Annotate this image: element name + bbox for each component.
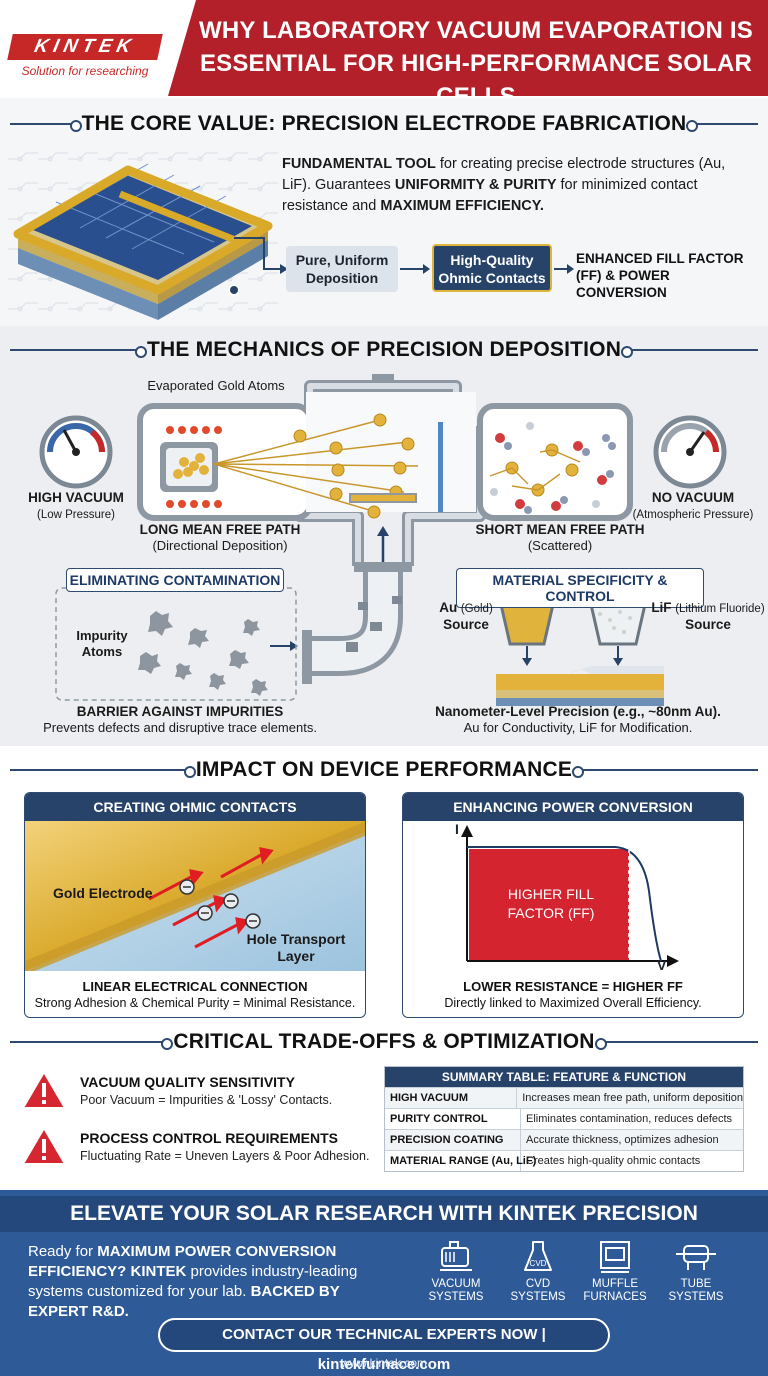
table-row: PRECISION COATING Accurate thickness, op…: [385, 1129, 743, 1150]
product-cvd-systems[interactable]: CVD CVD SYSTEMS: [498, 1240, 578, 1304]
tradeoffs-section: CRITICAL TRADE-OFFS & OPTIMIZATION VACUU…: [0, 1026, 768, 1190]
table-title: SUMMARY TABLE: FEATURE & FUNCTION: [385, 1067, 743, 1087]
product-label: CVD SYSTEMS: [510, 1278, 566, 1303]
precision-label: Nanometer-Level Precision (e.g., ~80nm A…: [435, 704, 721, 735]
section-title: CRITICAL TRADE-OFFS & OPTIMIZATION: [173, 1030, 595, 1053]
website-link[interactable]: www.kintek.com: [340, 1356, 428, 1370]
table-cell-feature: MATERIAL RANGE (Au, LiF): [385, 1151, 536, 1171]
no-vacuum-label: NO VACUUM (Atmospheric Pressure): [632, 490, 754, 521]
summary-table: SUMMARY TABLE: FEATURE & FUNCTION HIGH V…: [384, 1066, 744, 1172]
table-row: PURITY CONTROL Eliminates contamination,…: [385, 1108, 743, 1129]
high-vacuum-label: HIGH VACUUM (Low Pressure): [28, 490, 124, 521]
table-cell-feature: HIGH VACUUM: [385, 1088, 518, 1108]
table-cell-feature: PRECISION COATING: [385, 1130, 521, 1150]
ohmic-contact-illustration: [25, 821, 365, 971]
brand[interactable]: KINTEK Solution for researching: [7, 34, 163, 78]
contact-experts-button[interactable]: CONTACT OUR TECHNICAL EXPERTS NOW | kint…: [158, 1318, 610, 1373]
card-title: ENHANCING POWER CONVERSION: [403, 793, 743, 821]
mechanics-heading: THE MECHANICS OF PRECISION DEPOSITION: [0, 338, 768, 362]
impurity-atoms-label: Impurity Atoms: [76, 628, 128, 659]
table-row: HIGH VACUUM Increases mean free path, un…: [385, 1087, 743, 1108]
vacuum-chamber-diagram: [39, 374, 727, 706]
tube-furnace-icon: [676, 1245, 716, 1270]
core-value-section: THE CORE VALUE: PRECISION ELECTRODE FABR…: [0, 98, 768, 334]
header: KINTEK Solution for researching WHY LABO…: [0, 0, 768, 110]
section-title: IMPACT ON DEVICE PERFORMANCE: [195, 758, 573, 781]
section-title: THE CORE VALUE: PRECISION ELECTRODE FABR…: [81, 112, 687, 135]
ohmic-card-footer: LINEAR ELECTRICAL CONNECTION Strong Adhe…: [34, 979, 356, 1010]
i-axis-label: I: [455, 821, 459, 837]
header-banner: [168, 0, 768, 96]
warning-title: PROCESS CONTROL REQUIREMENTS: [80, 1130, 338, 1146]
long-mean-free-path-label: LONG MEAN FREE PATH (Directional Deposit…: [139, 522, 301, 553]
table-row: MATERIAL RANGE (Au, LiF) Creates high-qu…: [385, 1150, 743, 1171]
cta-footer: ELEVATE YOUR SOLAR RESEARCH WITH KINTEK …: [0, 1190, 768, 1376]
warning-process-control: PROCESS CONTROL REQUIREMENTS Fluctuating…: [22, 1126, 372, 1176]
table-cell-function: Creates high-quality ohmic contacts: [526, 1155, 701, 1167]
impact-section: IMPACT ON DEVICE PERFORMANCE CREATING OH…: [0, 746, 768, 1026]
product-label: TUBE SYSTEMS: [668, 1278, 724, 1303]
flow-connector: [234, 237, 288, 274]
htl-label: Hole Transport Layer: [246, 931, 346, 964]
cvd-flask-icon: CVD: [524, 1241, 552, 1271]
gold-atoms-label: Evaporated Gold Atoms: [147, 378, 285, 393]
table-cell-feature: PURITY CONTROL: [385, 1109, 521, 1129]
contamination-heading: ELIMINATING CONTAMINATION: [66, 568, 284, 592]
card-title: CREATING OHMIC CONTACTS: [25, 793, 365, 821]
footer-pitch: Ready for MAXIMUM POWER CONVERSION EFFIC…: [28, 1243, 358, 1320]
no-vacuum-gauge-icon: [653, 415, 727, 489]
flow-step-fill-factor: ENHANCED FILL FACTOR (FF) & POWER CONVER…: [576, 251, 744, 300]
warning-description: Poor Vacuum = Impurities & 'Lossy' Conta…: [80, 1093, 333, 1107]
mechanics-section: THE MECHANICS OF PRECISION DEPOSITION: [0, 326, 768, 746]
v-axis-label: V: [657, 957, 667, 973]
page-title: WHY LABORATORY VACUUM EVAPORATION IS ESS…: [199, 17, 753, 110]
table-cell-function: Accurate thickness, optimizes adhesion: [526, 1134, 719, 1146]
table-cell-function: Eliminates contamination, reduces defect…: [526, 1113, 733, 1125]
section-title: THE MECHANICS OF PRECISION DEPOSITION: [146, 338, 622, 361]
muffle-furnace-icon: [600, 1241, 630, 1273]
table-body: HIGH VACUUM Increases mean free path, un…: [385, 1087, 743, 1171]
flow-arrow: [400, 264, 430, 274]
solar-cell-illustration: [8, 144, 278, 334]
short-mean-free-path-label: SHORT MEAN FREE PATH (Scattered): [475, 522, 645, 553]
warning-icon: [22, 1071, 66, 1109]
warning-description: Fluctuating Rate = Uneven Layers & Poor …: [80, 1149, 370, 1163]
power-card-footer: LOWER RESISTANCE = HIGHER FF Directly li…: [444, 979, 702, 1010]
high-vacuum-gauge-icon: [39, 415, 113, 489]
lif-source-label: LiF (Lithium Fluoride) Source: [651, 600, 765, 632]
warning-title: VACUUM QUALITY SENSITIVITY: [80, 1074, 295, 1090]
vacuum-pump-icon: [440, 1241, 472, 1271]
fill-factor-label: HIGHER FILL FACTOR (FF): [507, 886, 595, 921]
product-label: VACUUM SYSTEMS: [428, 1278, 484, 1303]
material-heading: MATERIAL SPECIFICITY & CONTROL: [456, 568, 704, 608]
gold-electrode-label: Gold Electrode: [53, 885, 153, 901]
iv-curve-chart: [461, 825, 679, 967]
flow-arrow: [554, 264, 574, 274]
core-description: FUNDAMENTAL TOOL for creating precise el…: [282, 156, 726, 214]
flow-step-deposition: Pure, Uniform Deposition: [286, 246, 398, 292]
svg-text:CVD: CVD: [530, 1259, 547, 1268]
ohmic-contacts-card: CREATING OHMIC CONTACTS: [24, 792, 366, 1018]
power-conversion-card: ENHANCING POWER CONVERSION I V HIGHER FI…: [402, 792, 744, 1018]
product-label: MUFFLE FURNACES: [583, 1278, 647, 1303]
product-muffle-furnaces[interactable]: MUFFLE FURNACES: [575, 1240, 655, 1304]
brand-tagline: Solution for researching: [21, 64, 149, 78]
product-tube-systems[interactable]: TUBE SYSTEMS: [656, 1240, 736, 1304]
table-cell-function: Increases mean free path, uniform deposi…: [522, 1092, 743, 1104]
warning-icon: [22, 1127, 66, 1165]
flow-step-ohmic-contacts: High-Quality Ohmic Contacts: [432, 244, 552, 292]
warning-vacuum-quality: VACUUM QUALITY SENSITIVITY Poor Vacuum =…: [22, 1070, 372, 1120]
footer-title: ELEVATE YOUR SOLAR RESEARCH WITH KINTEK …: [70, 1202, 698, 1225]
core-value-heading: THE CORE VALUE: PRECISION ELECTRODE FABR…: [0, 112, 768, 136]
barrier-label: BARRIER AGAINST IMPURITIES Prevents defe…: [43, 704, 317, 735]
kintek-logo[interactable]: KINTEK: [7, 34, 163, 60]
tradeoffs-heading: CRITICAL TRADE-OFFS & OPTIMIZATION: [0, 1030, 768, 1054]
impact-heading: IMPACT ON DEVICE PERFORMANCE: [0, 758, 768, 782]
au-source-label: Au (Gold) Source: [439, 600, 493, 632]
product-vacuum-systems[interactable]: VACUUM SYSTEMS: [416, 1240, 496, 1304]
